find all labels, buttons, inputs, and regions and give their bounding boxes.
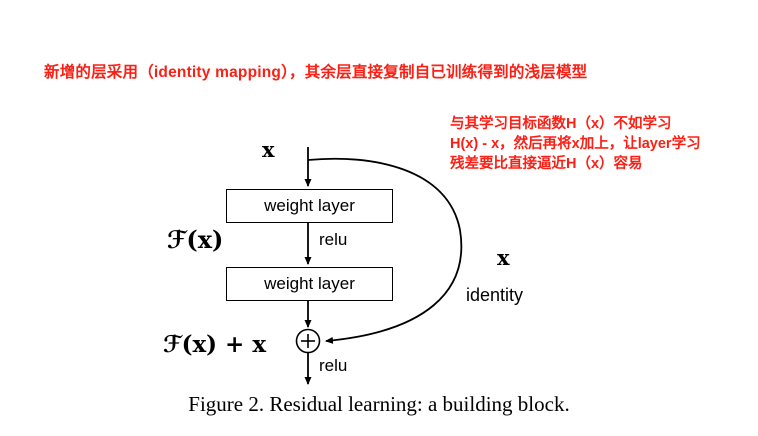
figure-caption: Figure 2. Residual learning: a building …	[188, 392, 570, 416]
add-circle	[295, 328, 321, 354]
skip-connection-arrow	[307, 157, 463, 344]
annotation-top-note: 新增的层采用（identity mapping），其余层直接复制自已训练得到的浅…	[44, 64, 588, 81]
identity-label: identity	[466, 285, 524, 305]
weight-layer-box-bottom: weight layer	[226, 267, 393, 301]
weight-layer-box-top: weight layer	[226, 189, 393, 223]
relu-label-bottom: relu	[319, 356, 348, 375]
residual-function-label: ℱ(x)	[167, 225, 224, 254]
relu-label-middle: relu	[319, 230, 348, 249]
annotation-side-note-line: 残差要比直接逼近H（x）容易	[450, 156, 643, 172]
annotation-side-note-line: 与其学习目标函数H（x）不如学习	[450, 116, 672, 132]
weight-layer-label: weight layer	[264, 196, 355, 215]
annotation-side-note: 与其学习目标函数H（x）不如学习 H(x) - x，然后再将x加上，让layer…	[450, 114, 701, 174]
skip-x-label: x	[497, 245, 510, 270]
input-x-label: x	[262, 137, 275, 162]
output-sum-label: ℱ(x) + x	[163, 331, 267, 358]
weight-layer-label: weight layer	[264, 274, 355, 293]
annotation-side-note-line: H(x) - x，然后再将x加上，让layer学习	[450, 136, 701, 152]
